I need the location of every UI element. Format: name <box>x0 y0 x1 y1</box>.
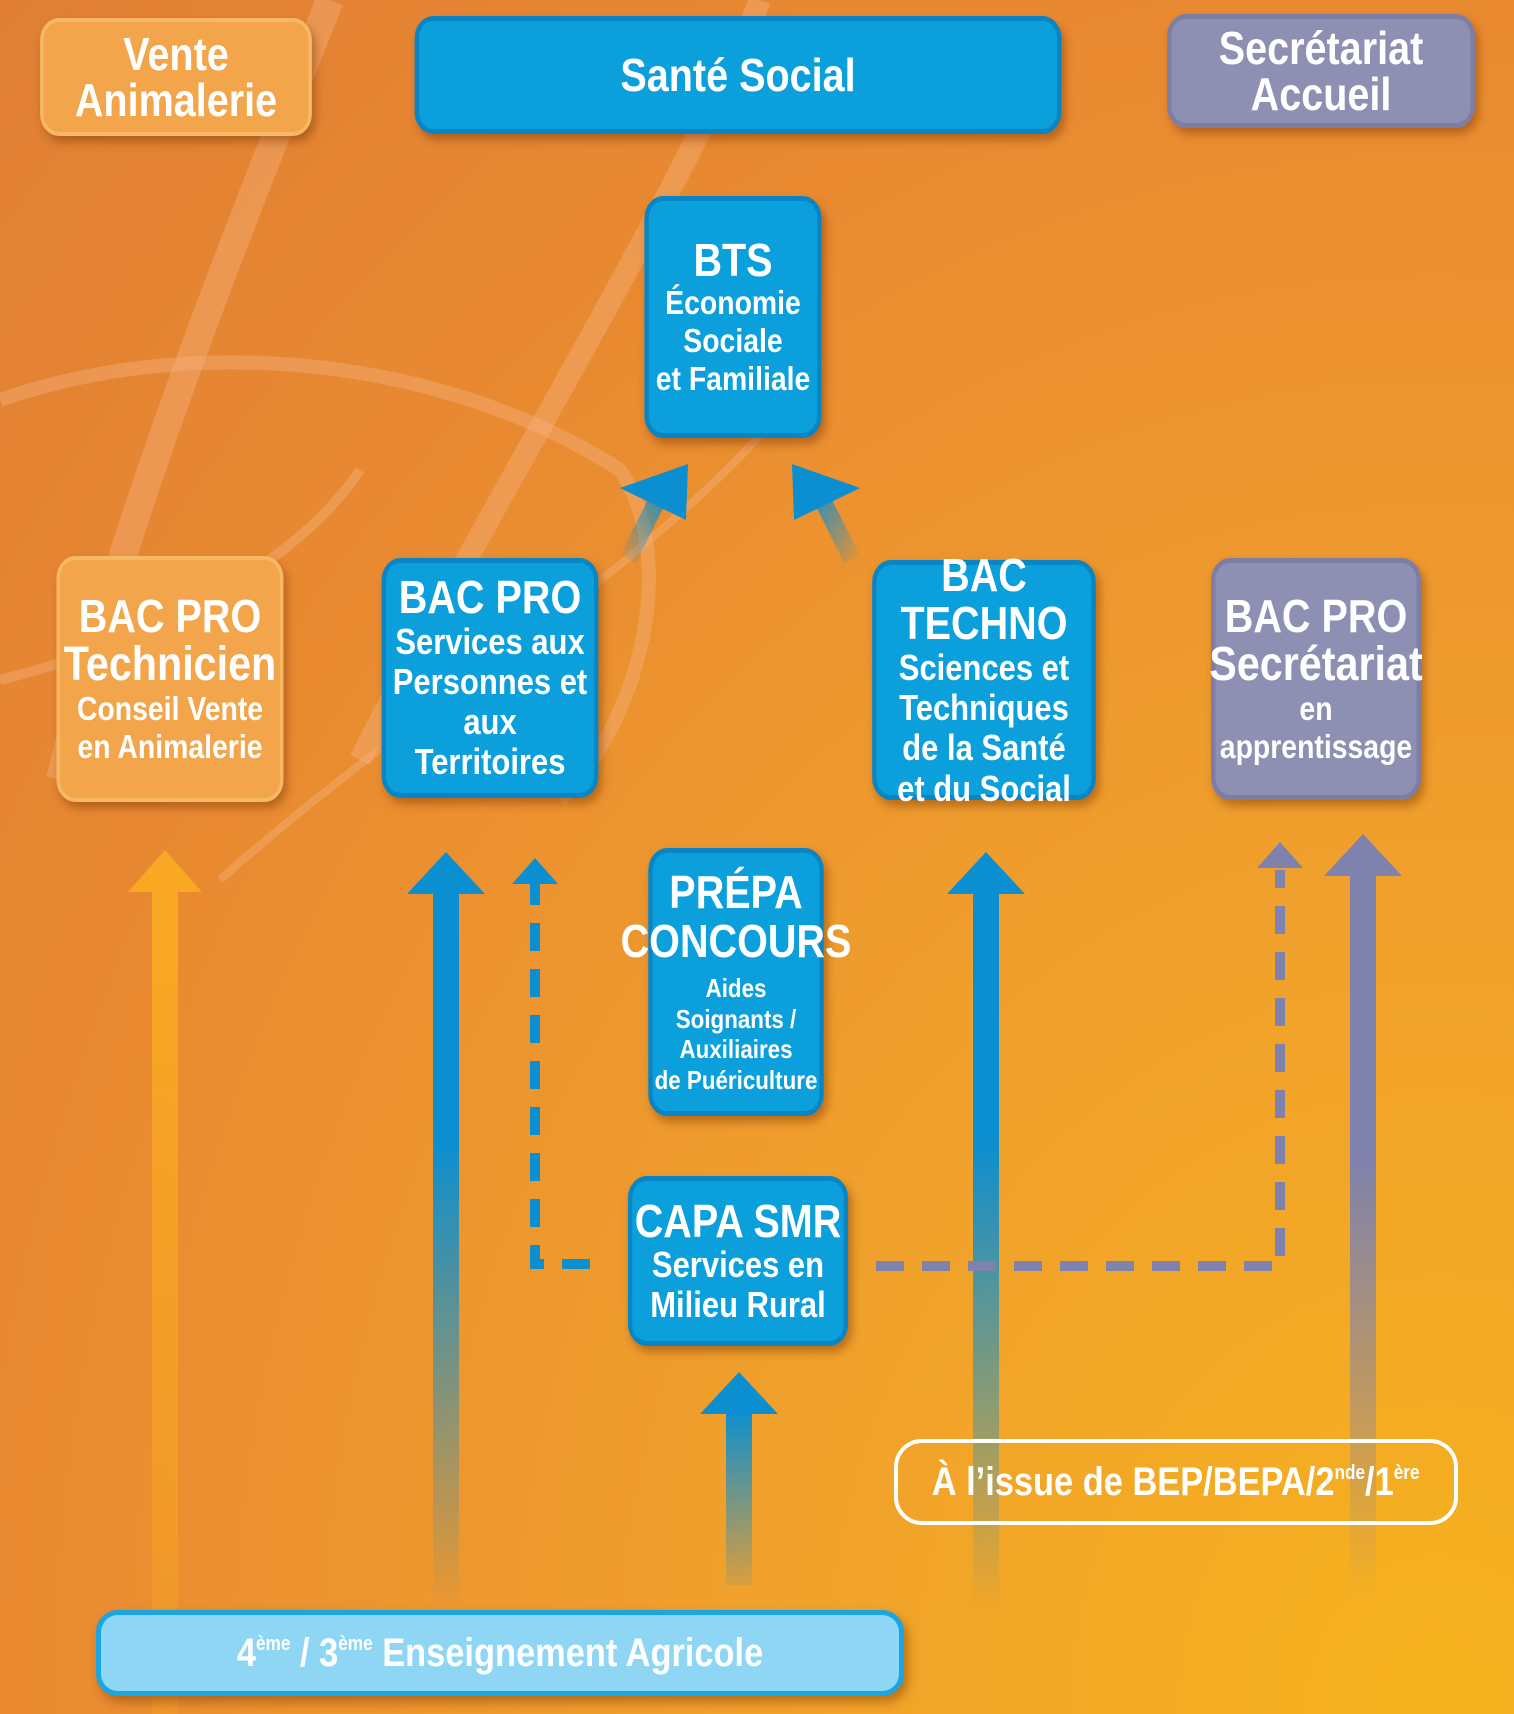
arrow-to-bac-pro-secretariat <box>1324 834 1402 1592</box>
bts-line-2: Sociale <box>683 322 783 360</box>
issue-sup-1: nde <box>1334 1461 1366 1484</box>
header-vente-animalerie: Vente Animalerie <box>40 18 312 136</box>
bac-pro-technicien-line-2: en Animalerie <box>77 728 263 766</box>
bts-line-1: Économie <box>665 284 801 322</box>
bts-title: BTS <box>693 233 773 286</box>
bottom-sup-1: ème <box>255 1632 291 1655</box>
box-bac-techno: BAC TECHNO Sciences et Techniques de la … <box>872 551 1096 808</box>
box-enseignement-agricole: 4ème / 3ème Enseignement Agricole <box>96 1610 904 1696</box>
bac-techno-line-2: Techniques <box>899 686 1069 728</box>
bac-pro-services-line-2: Personnes et <box>392 660 588 702</box>
bac-techno-line-3: de la Santé <box>902 727 1066 769</box>
box-bts: BTS Économie Sociale et Familiale <box>644 196 822 438</box>
prepa-title-1: PRÉPA <box>669 866 803 919</box>
arrow-to-bac-pro-technicien <box>128 850 202 1714</box>
box-bac-pro-secretariat: BAC PRO Secrétariat en apprentissage <box>1209 558 1423 800</box>
header-secretariat-accueil-label: Secrétariat Accueil <box>1218 22 1424 120</box>
box-capa-smr: CAPA SMR Services en Milieu Rural <box>627 1176 849 1346</box>
bac-techno-line-4: et du Social <box>897 767 1071 809</box>
bac-pro-technicien-subtitle: Technicien <box>63 638 277 692</box>
box-prepa-concours: PRÉPA CONCOURS Aides Soignants / Auxilia… <box>621 848 851 1116</box>
bac-pro-services-title: BAC PRO <box>398 571 582 624</box>
bac-pro-secretariat-subtitle: Secrétariat <box>1209 638 1423 692</box>
dashed-arrow-capa-to-bac-pro <box>512 858 590 1269</box>
box-bac-pro-services: BAC PRO Services aux Personnes et aux Te… <box>381 558 599 798</box>
bottom-rest: Enseignement Agricole <box>372 1630 764 1675</box>
header-sante-social: Santé Social <box>414 16 1062 134</box>
capa-title: CAPA SMR <box>634 1194 842 1247</box>
bac-pro-secretariat-line-1: en apprentissage <box>1219 690 1413 766</box>
box-bac-pro-technicien: BAC PRO Technicien Conseil Vente en Anim… <box>56 556 284 802</box>
bac-pro-services-line-3: aux Territoires <box>414 701 566 783</box>
issue-prefix: À l’issue de BEP/BEPA/2 <box>932 1459 1335 1504</box>
bac-techno-line-1: Sciences et <box>898 646 1070 688</box>
header-sante-social-label: Santé Social <box>620 49 856 101</box>
arrow-to-bac-techno <box>947 852 1025 1610</box>
prepa-line-3: de Puériculture <box>654 1064 818 1095</box>
arrow-bac-pro-to-bts <box>620 464 688 563</box>
bottom-sup-2: ème <box>338 1632 373 1655</box>
dashed-arrow-capa-to-secretariat <box>876 842 1303 1271</box>
arrow-to-capa <box>700 1372 778 1585</box>
capa-line-2: Milieu Rural <box>650 1284 826 1326</box>
header-secretariat-accueil: Secrétariat Accueil <box>1167 14 1475 128</box>
arrow-to-bac-pro-services <box>407 852 485 1610</box>
bottom-n1: 4 <box>236 1630 256 1675</box>
bac-pro-secretariat-title: BAC PRO <box>1224 589 1408 642</box>
bts-line-3: et Familiale <box>655 360 811 398</box>
issue-mid: /1 <box>1365 1459 1395 1504</box>
bac-pro-technicien-title: BAC PRO <box>78 589 262 642</box>
bac-pro-services-line-1: Services aux <box>395 620 585 662</box>
bac-techno-title: BAC TECHNO <box>900 549 1068 650</box>
arrow-bac-techno-to-bts <box>792 464 860 563</box>
header-vente-animalerie-label: Vente Animalerie <box>74 28 278 126</box>
capa-line-1: Services en <box>651 1243 825 1285</box>
issue-sup-2: ère <box>1394 1461 1420 1484</box>
bac-pro-technicien-line-1: Conseil Vente <box>76 690 264 728</box>
prepa-line-1: Aides Soignants / <box>675 972 797 1034</box>
prepa-line-2: Auxiliaires <box>679 1034 793 1065</box>
prepa-title-2: CONCOURS <box>620 914 852 967</box>
bottom-mid: / 3 <box>290 1630 339 1675</box>
issue-label: À l’issue de BEP/BEPA/2nde/1ère <box>894 1439 1458 1525</box>
